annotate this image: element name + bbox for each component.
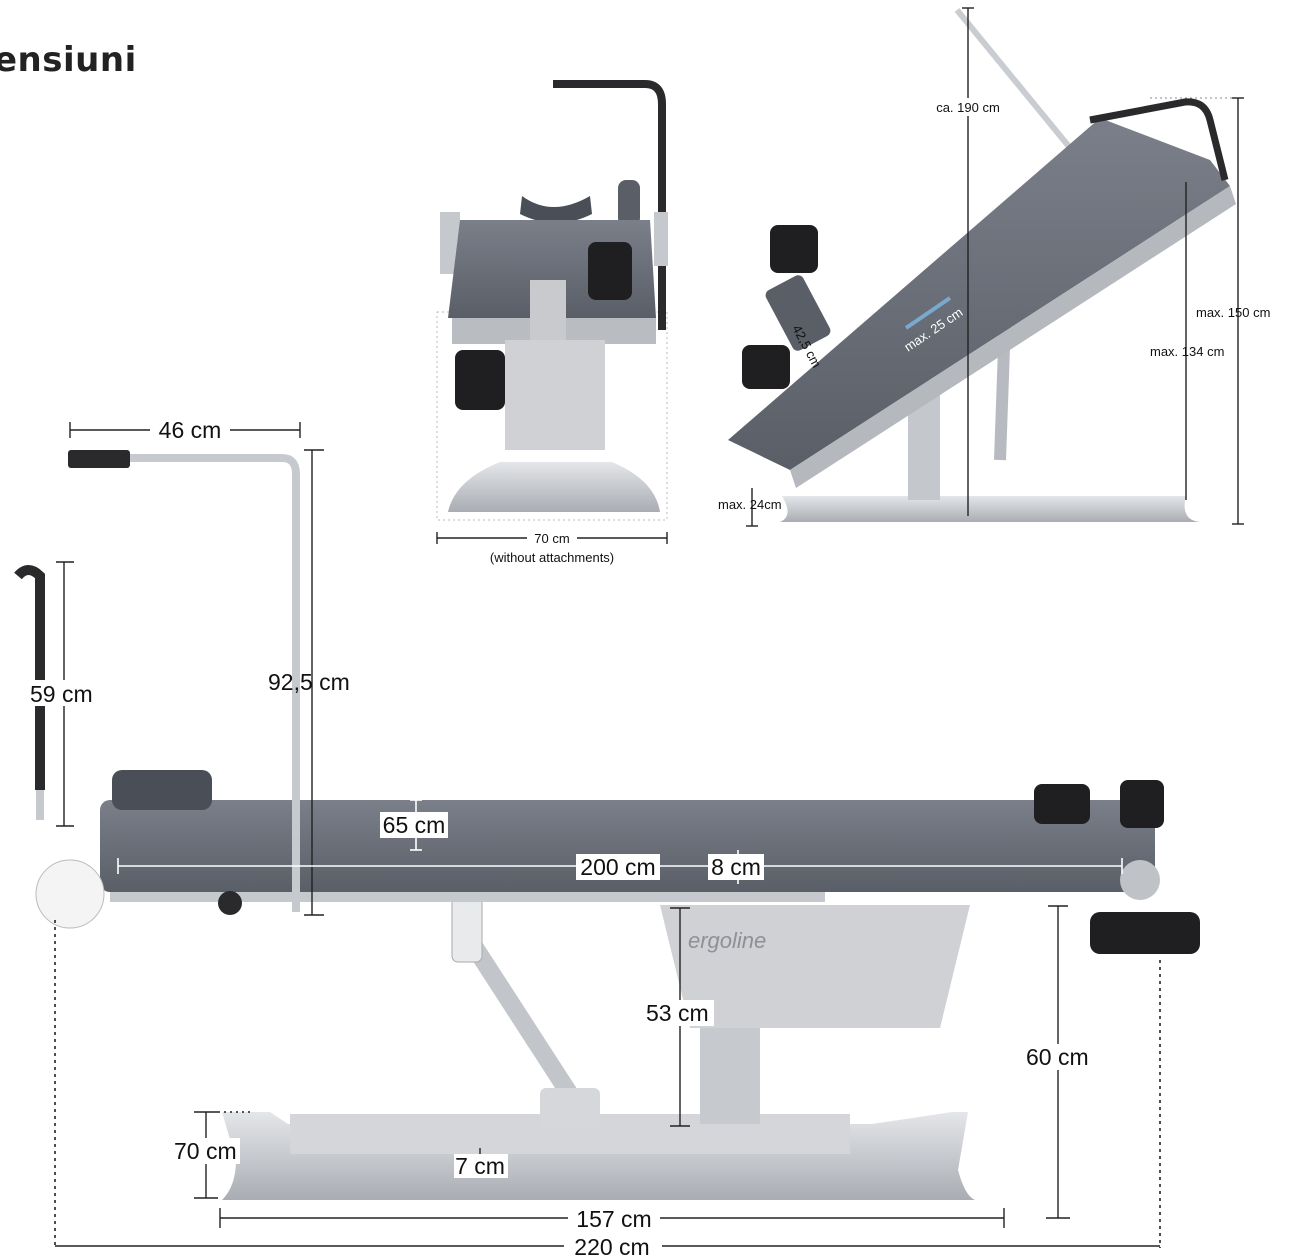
front-head-cradle	[520, 196, 592, 223]
main-foot-hinge	[1120, 860, 1160, 900]
tilt-handle	[1089, 98, 1229, 181]
label-46: 46 cm	[159, 417, 222, 443]
tilt-base	[780, 496, 1200, 522]
side-handle	[14, 565, 45, 790]
front-base	[448, 462, 660, 512]
tilt-stirrup-upper	[770, 225, 818, 273]
label-8: 8 cm	[711, 854, 761, 880]
front-width-label: 70 cm	[534, 531, 569, 546]
tilt-stirrup-lower	[742, 345, 790, 389]
main-column-housing	[660, 905, 970, 1028]
main-tabletop	[100, 800, 1155, 892]
tilt-134-label: max. 134 cm	[1150, 344, 1224, 359]
tilt-190-label: ca. 190 cm	[936, 100, 1000, 115]
front-note-label: (without attachments)	[490, 550, 614, 565]
roller	[35, 859, 105, 929]
tilt-frame	[790, 186, 1236, 488]
label-92-5: 92,5 cm	[268, 669, 350, 695]
main-column-lower	[700, 1028, 760, 1124]
label-59: 59 cm	[30, 681, 93, 707]
label-157: 157 cm	[576, 1206, 651, 1232]
front-overhead-arm	[553, 80, 666, 330]
overhead-arm	[70, 454, 300, 912]
tilt-150-label: max. 150 cm	[1196, 305, 1270, 320]
side-view: ergoline 46 cm 92,5	[14, 417, 1200, 1259]
front-foot-stirrup	[588, 242, 632, 300]
front-roller	[618, 180, 640, 226]
overhead-light	[68, 450, 130, 468]
tilt-slide-arrow	[904, 296, 952, 330]
tilted-view: ca. 190 cm max. 150 cm max. 134 cm max. …	[718, 7, 1270, 527]
main-stirrup-upper	[1034, 784, 1090, 824]
knob-left	[218, 891, 242, 915]
tilt-24-label: max. 24cm	[718, 497, 782, 512]
main-strut-foot	[540, 1088, 600, 1128]
main-headrest	[112, 770, 212, 810]
tilt-foot-pad	[765, 275, 831, 351]
label-60: 60 cm	[1026, 1044, 1089, 1070]
main-stirrup-lower	[1090, 912, 1200, 954]
tilt-tabletop	[728, 118, 1230, 470]
front-view: 70 cm (without attachments)	[436, 80, 668, 565]
front-column	[505, 340, 605, 450]
label-53: 53 cm	[646, 1000, 709, 1026]
page-title: ensiuni	[0, 40, 137, 80]
hand-control	[451, 891, 483, 963]
label-70: 70 cm	[174, 1138, 237, 1164]
label-200: 200 cm	[580, 854, 655, 880]
main-strut	[462, 935, 588, 1115]
label-220: 220 cm	[574, 1234, 649, 1259]
main-frame-rail	[110, 890, 825, 902]
brand-label: ergoline	[688, 928, 766, 953]
front-lower-stirrup	[455, 350, 505, 410]
label-65: 65 cm	[383, 812, 446, 838]
front-left-rail	[440, 212, 460, 274]
label-7: 7 cm	[455, 1153, 505, 1179]
tilt-pole	[954, 8, 1083, 162]
front-right-rail	[654, 212, 668, 266]
main-stirrup-right	[1120, 780, 1164, 828]
